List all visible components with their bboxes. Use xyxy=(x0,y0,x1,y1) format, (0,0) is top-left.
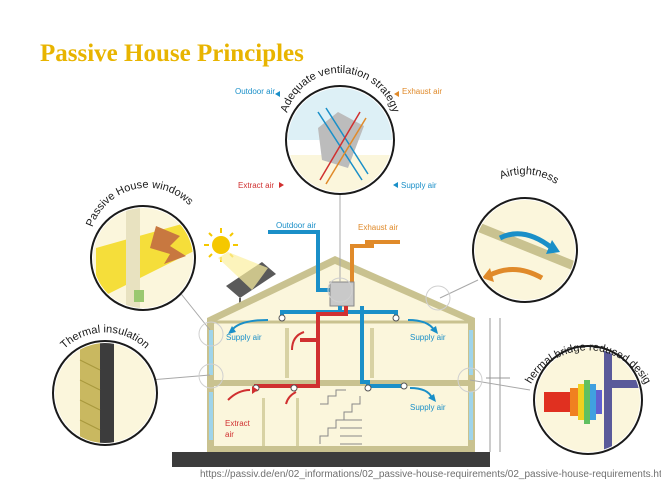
house-outdoor-air-label: Outdoor air xyxy=(276,221,316,230)
airtightness-callout: Airtightness xyxy=(472,165,578,303)
extract-air-label-line1: Extract xyxy=(225,419,251,428)
ground-slab xyxy=(172,452,490,467)
vent-supply-air-label: Supply air xyxy=(401,181,437,190)
vent-extract-air-label: Extract air xyxy=(238,181,274,190)
source-url: https://passiv.de/en/02_informations/02_… xyxy=(200,469,661,480)
supply-air-lower-right-label: Supply air xyxy=(410,403,446,412)
windows-callout: Passive House windows xyxy=(84,179,196,311)
supply-air-upper-right-label: Supply air xyxy=(410,333,446,342)
slide-title: Passive House Principles xyxy=(40,40,304,67)
airtightness-callout-title: Airtightness xyxy=(498,165,561,187)
vent-outdoor-air-label: Outdoor air xyxy=(235,87,275,96)
sun-icon xyxy=(204,228,268,290)
ventilation-callout: Adequate ventilation strategy xyxy=(279,64,402,195)
house-exhaust-air-label: Exhaust air xyxy=(358,223,398,232)
supply-air-upper-left-label: Supply air xyxy=(226,333,262,342)
house-section xyxy=(207,256,475,452)
vent-exhaust-air-label: Exhaust air xyxy=(402,87,442,96)
extract-air-label-line2: air xyxy=(225,430,234,439)
insulation-callout: Thermal insulation xyxy=(52,323,158,446)
